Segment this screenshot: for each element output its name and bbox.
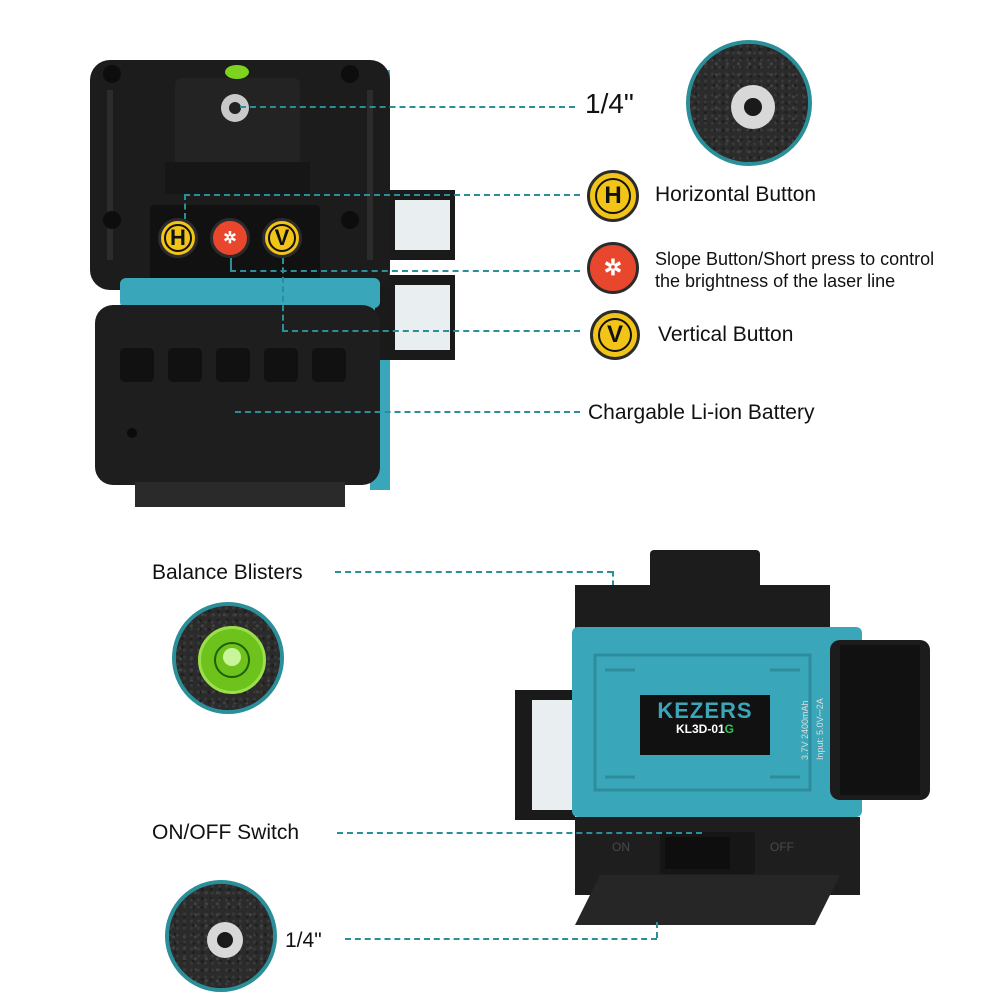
slope-label-line1: Slope Button/Short press to control <box>655 249 935 269</box>
slope-label-line2: the brightness of the laser line <box>655 271 896 291</box>
battery-spec-text: 3.7V 2400mAh <box>800 700 810 760</box>
switch-on-text: ON <box>612 840 630 854</box>
horizontal-button-icon: H <box>587 170 639 222</box>
slope-button-icon: ✲ <box>210 218 250 258</box>
vertical-button-icon: V <box>590 310 640 360</box>
callout-line-blisters <box>335 571 613 573</box>
thread-zoom-top <box>686 40 812 166</box>
callout-line-switch <box>337 832 702 834</box>
battery-label: Chargable Li-ion Battery <box>588 401 815 424</box>
thread-zoom-bottom <box>165 880 277 992</box>
laser-level-top-view <box>90 60 455 507</box>
callout-line-h-v <box>184 194 186 219</box>
thread-bottom-label: 1/4" <box>285 929 322 952</box>
horizontal-button-label: Horizontal Button <box>655 183 817 206</box>
v-button-icon: V <box>262 218 302 258</box>
model-number: KL3D-01G <box>675 722 735 736</box>
callout-line-blisters-v <box>612 571 614 586</box>
on-off-switch-label: ON/OFF Switch <box>152 821 300 844</box>
h-button-icon: H <box>158 218 198 258</box>
callout-line-thread-bottom <box>345 938 657 940</box>
brand-logo: KEZERS <box>657 698 753 723</box>
battery-input-text: Input: 5.0V⎓2A <box>815 698 825 760</box>
callout-line-slope-v <box>230 258 232 270</box>
callout-line-vertical-v <box>282 258 284 330</box>
switch-off-text: OFF <box>770 840 794 854</box>
callout-line-slope <box>230 270 580 272</box>
callout-line-battery <box>235 411 580 413</box>
callout-line-horizontal <box>184 194 580 196</box>
balance-blisters-label: Balance Blisters <box>152 561 303 584</box>
laser-level-side-view <box>515 550 930 925</box>
balance-blister-zoom <box>172 602 284 714</box>
thread-top-label: 1/4" <box>585 88 634 119</box>
callout-line-thread-bottom-v <box>656 922 658 938</box>
callout-line-thread-top <box>240 106 575 108</box>
vertical-button-label: Vertical Button <box>658 323 794 346</box>
callout-line-vertical <box>282 330 580 332</box>
slope-button-large-icon: ✲ <box>587 242 639 294</box>
